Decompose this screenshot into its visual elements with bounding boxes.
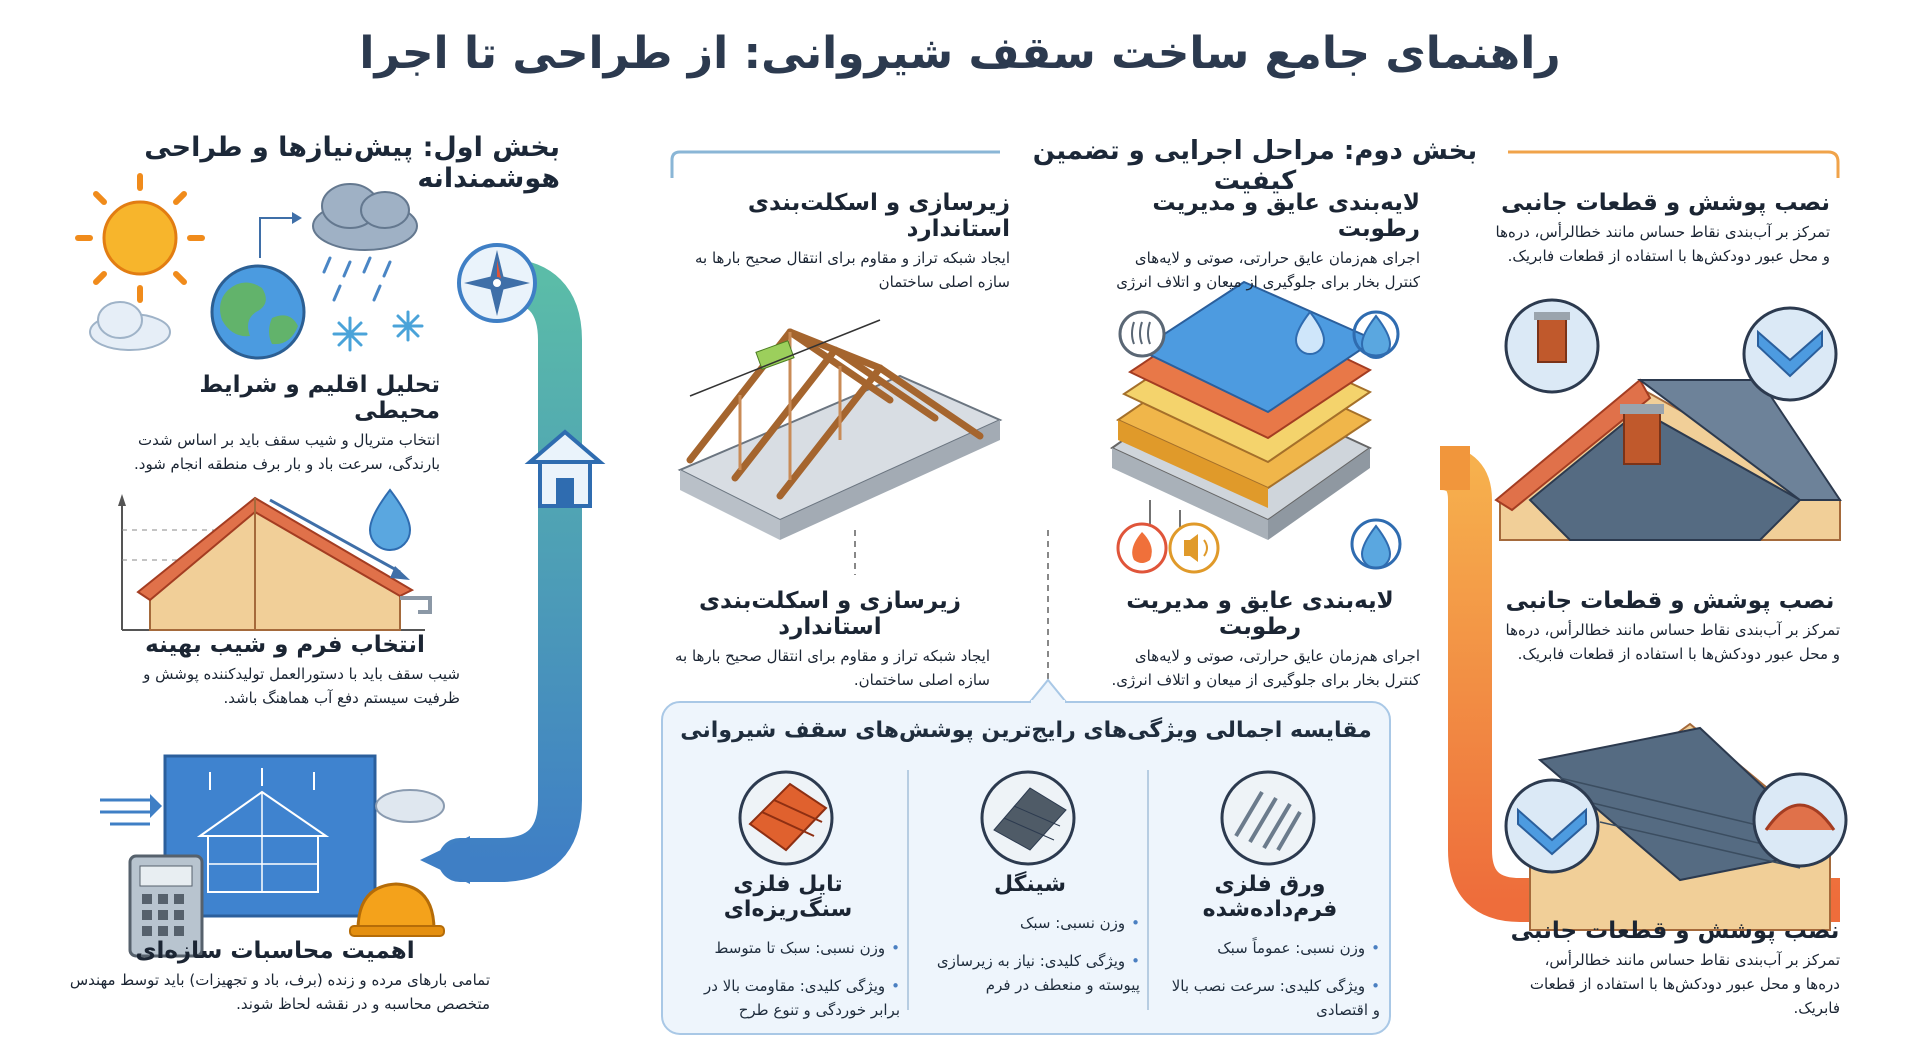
step-title: نصب پوشش و قطعات جانبی (1501, 190, 1830, 216)
water-drop-icon (1294, 310, 1402, 570)
step-desc: تمرکز بر آب‌بندی نقاط حساس مانند خطالرأس… (1495, 223, 1830, 265)
step-desc: ایجاد شبکه تراز و مقاوم برای انتقال صحیح… (674, 647, 990, 689)
house-icon (524, 429, 606, 508)
item-desc: انتخاب متریال و شیب سقف باید بر اساس شدت… (134, 431, 440, 473)
rain-icon (322, 256, 392, 302)
comparison-card-tile: تایل فلزی سنگ‌ریزه‌ای وزن نسبی: سبک تا م… (676, 872, 900, 1036)
cloud-icon (89, 183, 418, 351)
page-title: راهنمای جامع ساخت سقف شیروانی: از طراحی … (359, 28, 1561, 79)
section1-heading: بخش اول: پیش‌نیازها و طراحی هوشمندانه (144, 132, 560, 194)
roof-truss-illustration (677, 319, 1003, 540)
hard-hat-icon (349, 882, 445, 937)
step-covering-bottom: نصب پوشش و قطعات جانبی تمرکز بر آب‌بندی … (1500, 588, 1840, 666)
snowflake-icon (332, 310, 424, 352)
metal-sheet-icon (1220, 770, 1316, 866)
step-insulation-top: لایه‌بندی عایق و مدیریت رطوبت اجرای هم‌ز… (1100, 190, 1420, 294)
step-title: نصب پوشش و قطعات جانبی (1510, 918, 1840, 944)
card-weight: وزن نسبی: سبک تا متوسط (676, 936, 900, 960)
step-desc: اجرای هم‌زمان عایق حرارتی، صوتی و لایه‌ه… (1116, 249, 1420, 291)
step-insulation-bottom: لایه‌بندی عایق و مدیریت رطوبت اجرای هم‌ز… (1100, 588, 1420, 692)
wind-icon (100, 794, 162, 826)
card-weight: وزن نسبی: سبک (920, 911, 1140, 935)
card-title: ورق فلزی فرم‌داده‌شده (1202, 872, 1338, 922)
card-feature: ویژگی کلیدی: نیاز به زیرسازی پیوسته و من… (920, 949, 1140, 997)
item-desc: تمامی بارهای مرده و زنده (برف، باد و تجه… (69, 971, 490, 1013)
item-desc: شیب سقف باید با دستورالعمل تولیدکننده پو… (143, 665, 460, 707)
step-desc: ایجاد شبکه تراز و مقاوم برای انتقال صحیح… (694, 249, 1010, 291)
heat-icon (1118, 310, 1166, 358)
earth-icon (210, 264, 306, 360)
card-feature: ویژگی کلیدی: سرعت نصب بالا و اقتصادی (1160, 974, 1380, 1022)
step-title: لایه‌بندی عایق و مدیریت رطوبت (1126, 588, 1394, 640)
fire-icon (1116, 522, 1168, 574)
section1-item-structural: اهمیت محاسبات سازه‌ای تمامی بارهای مرده … (60, 938, 490, 1016)
step-desc: تمرکز بر آب‌بندی نقاط حساس مانند خطالرأس… (1529, 951, 1840, 1017)
sun-icon (75, 173, 205, 303)
step-covering-final: نصب پوشش و قطعات جانبی تمرکز بر آب‌بندی … (1510, 918, 1840, 1020)
step-title: زیرسازی و اسکلت‌بندی استاندارد (747, 190, 1010, 242)
section1-item-form: انتخاب فرم و شیب بهینه شیب سقف باید با د… (110, 632, 460, 710)
step-framing-bottom: زیرسازی و اسکلت‌بندی استاندارد ایجاد شبک… (670, 588, 990, 692)
roof-shingle-illustration (1529, 722, 1833, 931)
item-title: انتخاب فرم و شیب بهینه (145, 632, 425, 658)
section1-item-climate: تحلیل اقلیم و شرایط محیطی انتخاب متریال … (120, 372, 440, 476)
shingle-icon (980, 770, 1076, 866)
compass-icon (457, 243, 537, 323)
card-title: شینگل (993, 872, 1067, 897)
insulation-layers-illustration (1110, 280, 1378, 540)
comparison-heading: مقایسه اجمالی ویژگی‌های رایج‌ترین پوشش‌ه… (680, 718, 1372, 743)
comparison-card-metal: ورق فلزی فرم‌داده‌شده وزن نسبی: عموماً س… (1160, 872, 1380, 1036)
item-title: اهمیت محاسبات سازه‌ای (135, 938, 415, 964)
step-framing-top: زیرسازی و اسکلت‌بندی استاندارد ایجاد شبک… (690, 190, 1010, 294)
section2-heading: بخش دوم: مراحل اجرایی و تضمین کیفیت (1010, 136, 1500, 196)
detail-circle-valley (1742, 306, 1838, 402)
sound-icon (1168, 522, 1220, 574)
detail-circle-gutter (1504, 778, 1600, 874)
roof-chimney-illustration (1494, 378, 1842, 541)
step-title: زیرسازی و اسکلت‌بندی استاندارد (698, 588, 962, 640)
card-feature: ویژگی کلیدی: مقاومت بالا در برابر خوردگی… (676, 974, 900, 1022)
step-title: نصب پوشش و قطعات جانبی (1505, 588, 1835, 614)
comparison-card-shingle: شینگل وزن نسبی: سبک ویژگی کلیدی: نیاز به… (920, 872, 1140, 1011)
stone-coated-tile-icon (738, 770, 834, 866)
item-title: تحلیل اقلیم و شرایط محیطی (199, 372, 440, 424)
calculator-icon (128, 854, 204, 958)
card-weight: وزن نسبی: عموماً سبک (1160, 936, 1380, 960)
water-drop-icon (368, 488, 412, 551)
step-desc: اجرای هم‌زمان عایق حرارتی، صوتی و لایه‌ه… (1111, 647, 1420, 689)
card-title: تایل فلزی سنگ‌ریزه‌ای (723, 872, 853, 922)
roof-slope-diagram (118, 494, 432, 631)
step-covering-top: نصب پوشش و قطعات جانبی تمرکز بر آب‌بندی … (1490, 190, 1830, 268)
step-desc: تمرکز بر آب‌بندی نقاط حساس مانند خطالرأس… (1505, 621, 1840, 663)
step-title: لایه‌بندی عایق و مدیریت رطوبت (1152, 190, 1420, 242)
